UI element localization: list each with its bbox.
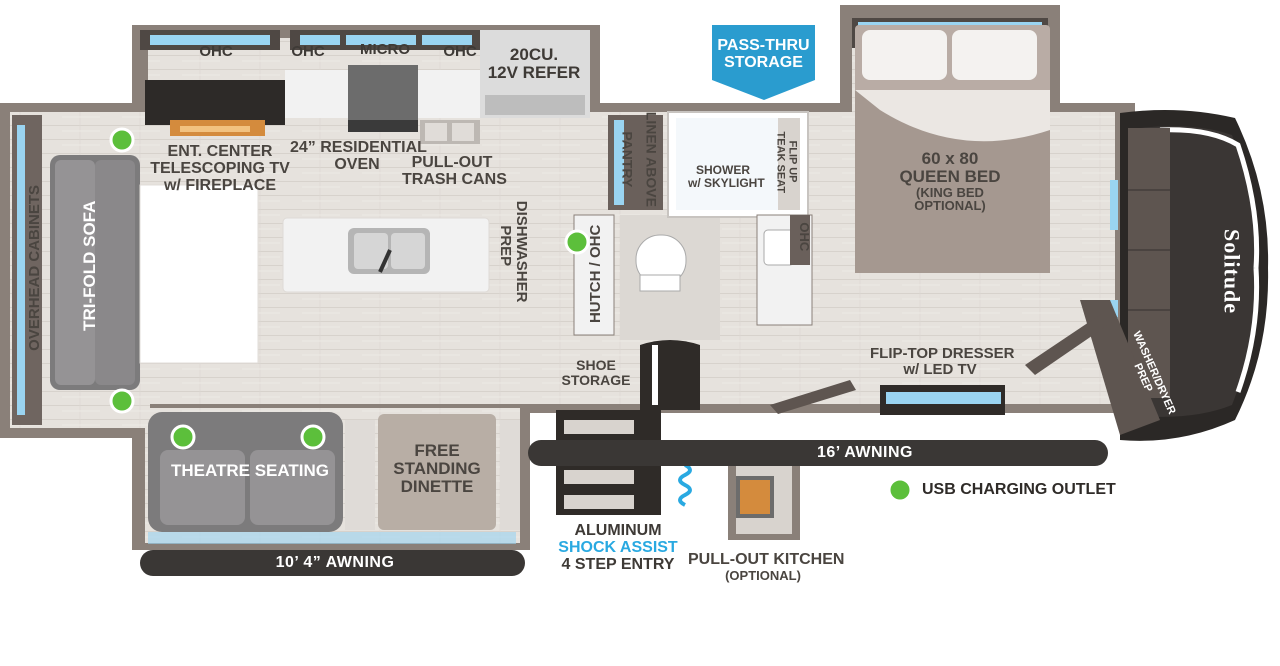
bedroom-area [770, 18, 1160, 435]
label-flip-up-seat: FLIP UP TEAK SEAT [774, 131, 799, 194]
front-cap [1110, 109, 1269, 441]
trash-line2: TRASH CANS [402, 170, 507, 188]
shoe-line1: SHOE [576, 357, 616, 373]
label-trash: PULL-OUT TRASH CANS [402, 154, 507, 189]
entry-line3: 4 STEP ENTRY [561, 555, 675, 573]
usb-outlet-dot [109, 127, 135, 153]
label-overhead-cabinets: OVERHEAD CABINETS [26, 184, 44, 351]
label-dishwasher: DISHWASHER PREP [497, 200, 530, 303]
refer-line1: 20CU. [509, 45, 559, 64]
dinette-line3: DINETTE [400, 476, 474, 496]
kitchen-area [140, 30, 590, 293]
awning-16-bar [528, 440, 1108, 466]
label-shoe-storage: SHOE STORAGE [556, 358, 636, 387]
usb-outlet-dot [300, 424, 326, 450]
label-pantry: PANTRY [619, 131, 636, 188]
label-theatre-seating: THEATRE SEATING [170, 461, 330, 480]
awning-10-bar [140, 550, 525, 576]
dishwasher-line1: DISHWASHER [512, 200, 530, 303]
dishwasher-line2: PREP [497, 225, 514, 267]
label-outdoor-kitchen: PULL-OUT KITCHEN (OPTIONAL) [688, 551, 845, 583]
flip-up-line1: FLIP UP [786, 140, 799, 183]
trash-line1: PULL-OUT [411, 154, 493, 171]
shower-line1: SHOWER [696, 163, 750, 177]
oven-line1: 24” RESIDENTIAL [290, 139, 427, 156]
shoe-line2: STORAGE [561, 371, 631, 388]
label-pass-thru: PASS-THRU STORAGE [712, 37, 815, 72]
label-shower: SHOWER w/ SKYLIGHT [688, 163, 765, 190]
pass-thru-callout-shape [712, 25, 815, 100]
label-dresser: FLIP-TOP DRESSER w/ LED TV [870, 345, 1015, 378]
bed-line4: OPTIONAL) [914, 198, 986, 214]
usb-legend-dot [887, 477, 913, 503]
label-usb-legend: USB CHARGING OUTLET [922, 481, 1116, 498]
brand-logo: Solitude [1219, 229, 1245, 315]
label-ent-center: ENT. CENTER TELESCOPING TV w/ FIREPLACE [150, 143, 290, 194]
outdoor-kitchen-line2: (OPTIONAL) [725, 567, 801, 583]
pass-thru-line2: STORAGE [724, 53, 803, 71]
dresser-line2: w/ LED TV [903, 360, 977, 378]
usb-outlet-dot [564, 229, 590, 255]
label-bed: 60 x 80 QUEEN BED (KING BED OPTIONAL) [890, 150, 1010, 213]
ent-line1: ENT. CENTER [167, 143, 273, 160]
label-hutch: HUTCH / OHC [587, 224, 605, 324]
label-ohc-mid2: OHC [443, 43, 477, 60]
shower-line2: w/ SKYLIGHT [688, 175, 765, 190]
bed-line3: (KING BED [916, 184, 984, 200]
dinette-line1: FREE [414, 441, 460, 460]
entry-line1: ALUMINUM [574, 522, 662, 539]
outdoor-kitchen-line1: PULL-OUT KITCHEN [688, 551, 845, 568]
bed-line1: 60 x 80 [921, 149, 979, 168]
label-dinette: FREE STANDING DINETTE [378, 442, 496, 496]
usb-outlet-dot [170, 424, 196, 450]
usb-outlet-dot [109, 388, 135, 414]
oven-line2: OVEN [334, 155, 380, 173]
bottom-slide [148, 412, 520, 544]
label-refer: 20CU. 12V REFER [484, 46, 584, 82]
refer-line2: 12V REFER [487, 62, 581, 82]
ent-line3: w/ FIREPLACE [163, 176, 276, 194]
living-area [12, 80, 285, 425]
label-linen-above: LINEN ABOVE [643, 111, 660, 207]
bath-area [573, 111, 813, 410]
label-ohc-left: OHC [199, 43, 233, 60]
label-ohc-bath: OHC [796, 222, 812, 252]
ent-line2: TELESCOPING TV [150, 159, 290, 177]
label-awning-10: 10’ 4” AWNING [275, 554, 395, 571]
flip-up-line2: TEAK SEAT [775, 131, 787, 194]
label-oven: 24” RESIDENTIAL OVEN [290, 139, 427, 174]
label-micro: MICRO [360, 41, 410, 58]
pass-thru-line1: PASS-THRU [717, 37, 810, 54]
dinette-line2: STANDING [393, 458, 481, 478]
dresser-line1: FLIP-TOP DRESSER [870, 345, 1015, 362]
usb-outlets [109, 127, 913, 503]
label-tri-fold-sofa: TRI-FOLD SOFA [80, 200, 100, 331]
label-ohc-mid1: OHC [291, 43, 325, 60]
entry-line2: SHOCK ASSIST [558, 538, 678, 556]
label-entry: ALUMINUM SHOCK ASSIST 4 STEP ENTRY [548, 522, 688, 573]
label-awning-16: 16’ AWNING [817, 444, 913, 461]
bed-line2: QUEEN BED [899, 166, 1001, 186]
